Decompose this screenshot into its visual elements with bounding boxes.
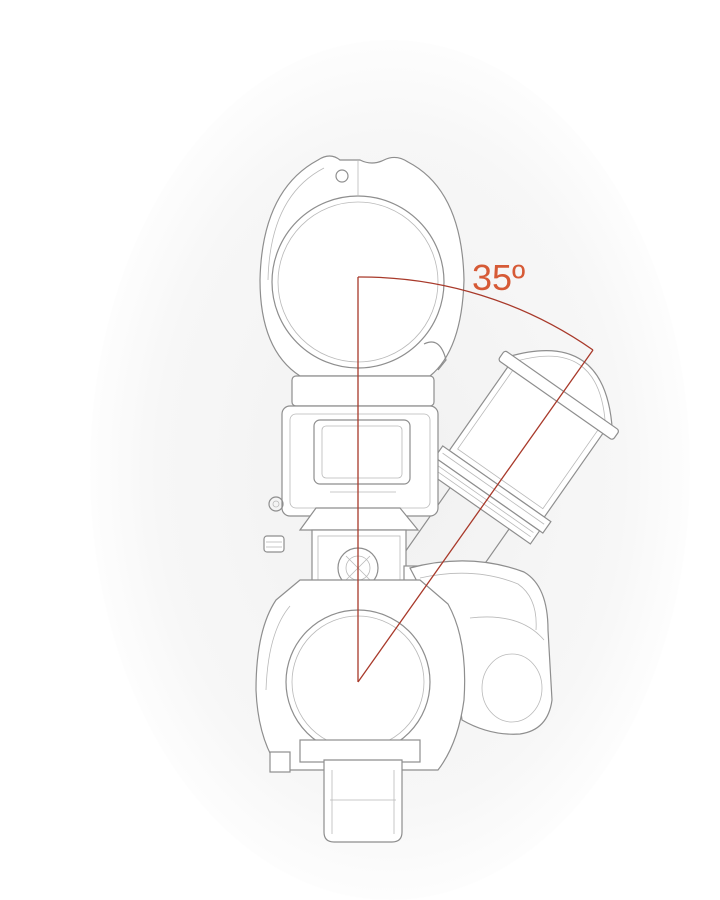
tilted-device-head (381, 350, 619, 604)
angle-arc (357, 276, 594, 351)
bottom-clamp-ring (255, 579, 466, 773)
angle-indicator: 35º (357, 257, 594, 683)
tilted-axis-line (357, 349, 594, 683)
top-clamp-ring (259, 155, 465, 377)
adapter-block (263, 375, 439, 553)
bottom-stem (323, 759, 403, 843)
angle-label: 35º (472, 257, 525, 298)
